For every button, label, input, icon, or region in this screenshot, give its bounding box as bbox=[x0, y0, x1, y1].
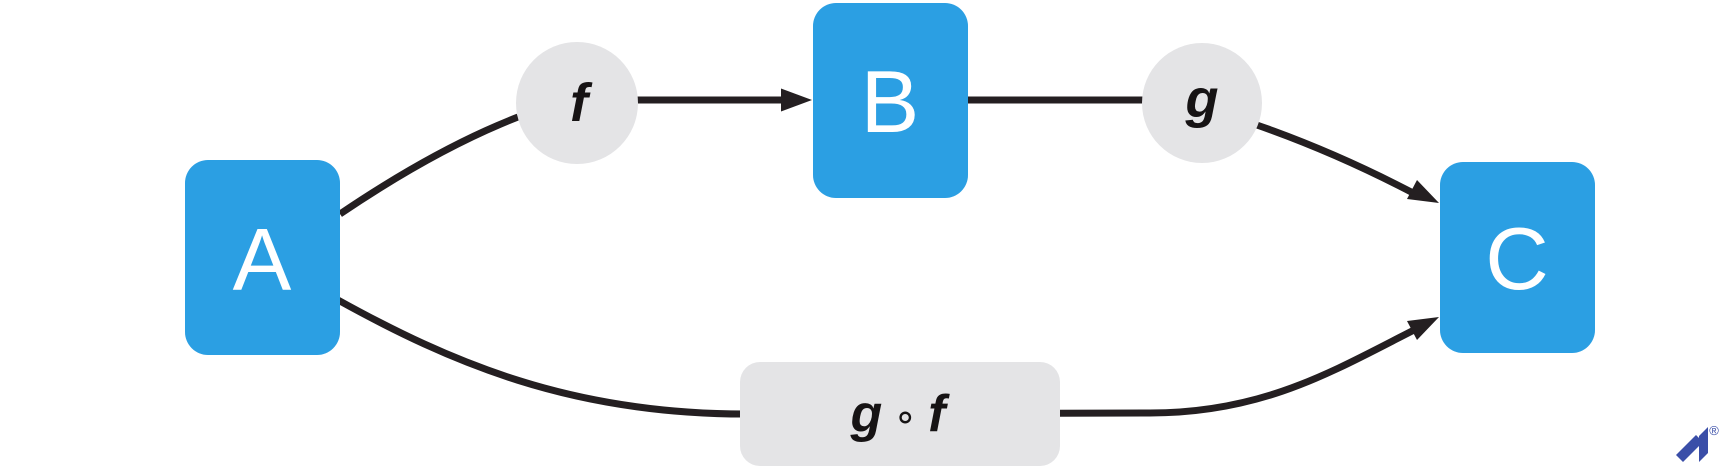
arrowhead-into-c-lower bbox=[1407, 317, 1439, 340]
node-b-box bbox=[813, 3, 968, 198]
edge-a-to-f bbox=[338, 113, 520, 217]
label-composition: g∘ f bbox=[850, 385, 951, 443]
node-a-box bbox=[185, 160, 340, 355]
node-c-box bbox=[1440, 162, 1595, 353]
brand-logo: ® bbox=[1676, 423, 1719, 462]
edge-g-to-c bbox=[1252, 120, 1417, 198]
logo-vertical-bar bbox=[1699, 427, 1708, 462]
label-g: g bbox=[1185, 69, 1219, 129]
logo-diagonal-bar bbox=[1676, 435, 1703, 462]
ring-operator: ∘ bbox=[893, 396, 917, 438]
label-composition-g: g bbox=[850, 385, 883, 443]
node-c-label: C bbox=[1485, 209, 1549, 308]
label-composition-f: f bbox=[928, 385, 950, 443]
node-b-label: B bbox=[861, 52, 920, 151]
badge-g-circle bbox=[1142, 43, 1262, 163]
arrowhead-into-b bbox=[781, 88, 812, 112]
badge-composition-box bbox=[740, 362, 1060, 466]
arrowhead-into-c-upper bbox=[1407, 180, 1439, 203]
label-f: f bbox=[570, 73, 593, 133]
badge-f-circle bbox=[516, 42, 638, 164]
node-a-label: A bbox=[233, 210, 292, 309]
registered-trademark-symbol: ® bbox=[1709, 423, 1719, 438]
